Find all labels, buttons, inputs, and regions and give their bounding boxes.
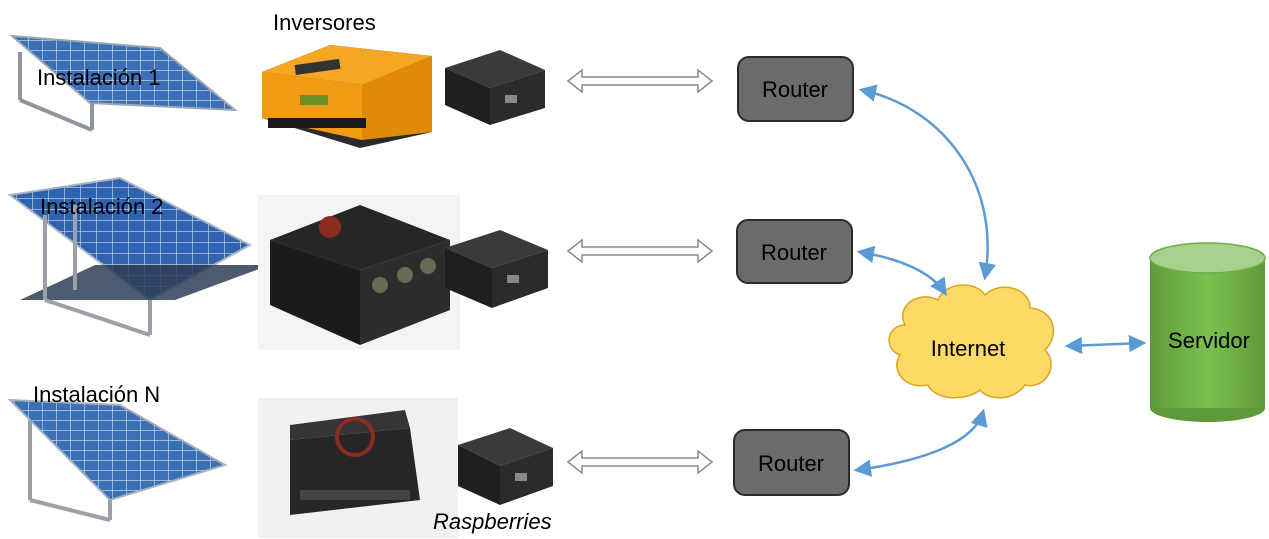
router-1: Router: [737, 56, 854, 122]
double-arrow-3: [566, 449, 714, 475]
raspberry-case-3: [458, 428, 553, 505]
router-2-label: Router: [761, 240, 827, 265]
server-label: Servidor: [1168, 328, 1250, 353]
router-2: Router: [736, 219, 853, 284]
double-arrow-2: [566, 238, 714, 264]
arrow-router1-internet: [858, 84, 996, 281]
solar-panel-2: [7, 176, 270, 337]
internet-cloud: Internet: [888, 284, 1055, 399]
double-arrow-1: [566, 68, 714, 94]
raspberries-label: Raspberries: [433, 509, 552, 534]
inverters-label: Inversores: [273, 10, 376, 35]
raspberry-case-1: [445, 50, 545, 125]
router-3: Router: [733, 429, 850, 496]
raspberry-case-2: [445, 230, 548, 308]
router-1-label: Router: [762, 77, 828, 102]
installation-n-label: Instalación N: [33, 382, 160, 407]
solar-panel-1: [9, 34, 238, 132]
solar-panel-3: [7, 398, 228, 522]
connection-arrows: [853, 84, 1147, 477]
installation-1-label: Instalación 1: [37, 65, 161, 90]
arrow-router3-internet: [853, 408, 988, 477]
internet-label: Internet: [931, 336, 1006, 361]
server-cylinder: Servidor: [1149, 242, 1266, 422]
inverter-2-photo: [258, 195, 460, 350]
inverter-1: [262, 45, 432, 148]
arrow-router2-internet: [856, 245, 947, 296]
router-3-label: Router: [758, 451, 824, 476]
arrow-internet-server: [1064, 334, 1147, 355]
inverter-3-photo: [258, 398, 458, 538]
installation-2-label: Instalación 2: [40, 194, 164, 219]
